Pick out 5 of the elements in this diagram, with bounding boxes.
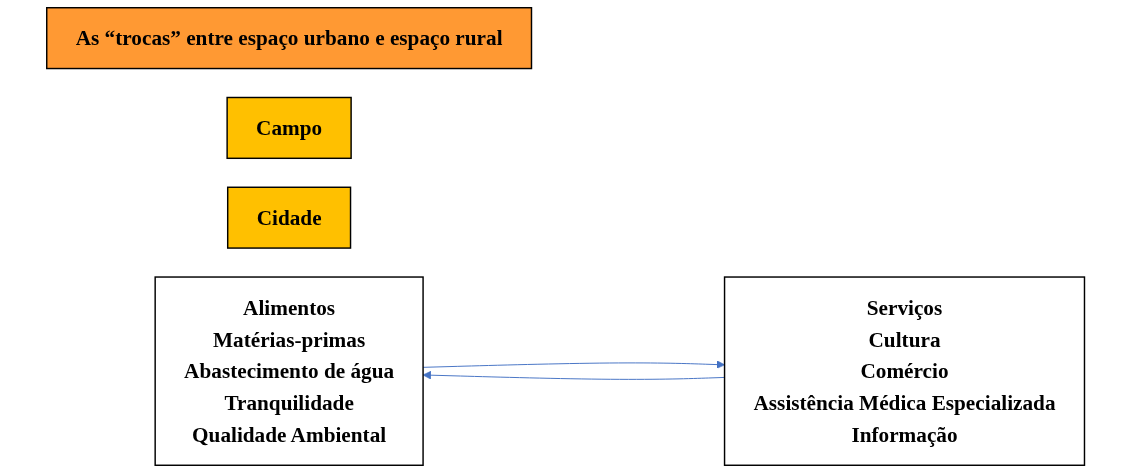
node-box: Serviços Cultura Comércio Assistência Médica Especializada Informação [724, 276, 1086, 466]
node-box: Alimentos Matérias-primas Abastecimento de água Tranquilidade Qualidade Ambiental [154, 276, 425, 466]
node-box: Campo [226, 96, 353, 160]
node-box: Cidade [227, 186, 352, 249]
node-box: As “trocas” entre espaço urbano e espaço rural [46, 7, 533, 70]
